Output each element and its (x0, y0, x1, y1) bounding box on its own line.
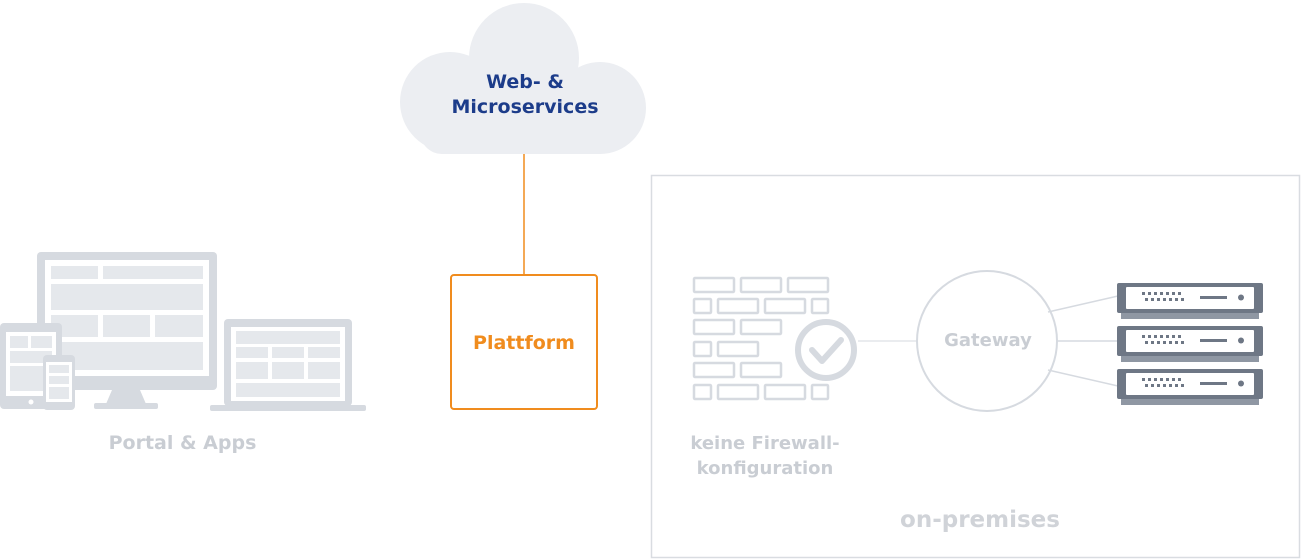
server-icon (1117, 326, 1263, 362)
firewall-icon (692, 276, 830, 401)
server-icon (1117, 283, 1263, 319)
check-icon (793, 317, 859, 383)
on-premises-label: on-premises (900, 507, 1060, 533)
firewall-label-line1: keine Firewall- (690, 433, 840, 454)
server-icon (1117, 369, 1263, 405)
gateway-label: Gateway (944, 330, 1032, 351)
phone-icon (43, 355, 75, 410)
firewall-label-line2: konfiguration (696, 458, 834, 479)
cloud-label-line2: Microservices (451, 96, 599, 118)
gateway-server-connectors (1047, 295, 1119, 387)
firewall-label: keine Firewall- konfiguration (655, 431, 875, 481)
cloud-icon (400, 3, 646, 154)
on-premises-box (650, 174, 1301, 559)
laptop-icon (210, 319, 366, 411)
platform-box (450, 274, 598, 410)
cloud-label: Web- & Microservices (425, 70, 625, 120)
platform-label: Plattform (473, 332, 575, 354)
portal-apps-label: Portal & Apps (108, 432, 257, 454)
cloud-label-line1: Web- & (486, 71, 564, 93)
devices-icon (0, 252, 366, 411)
